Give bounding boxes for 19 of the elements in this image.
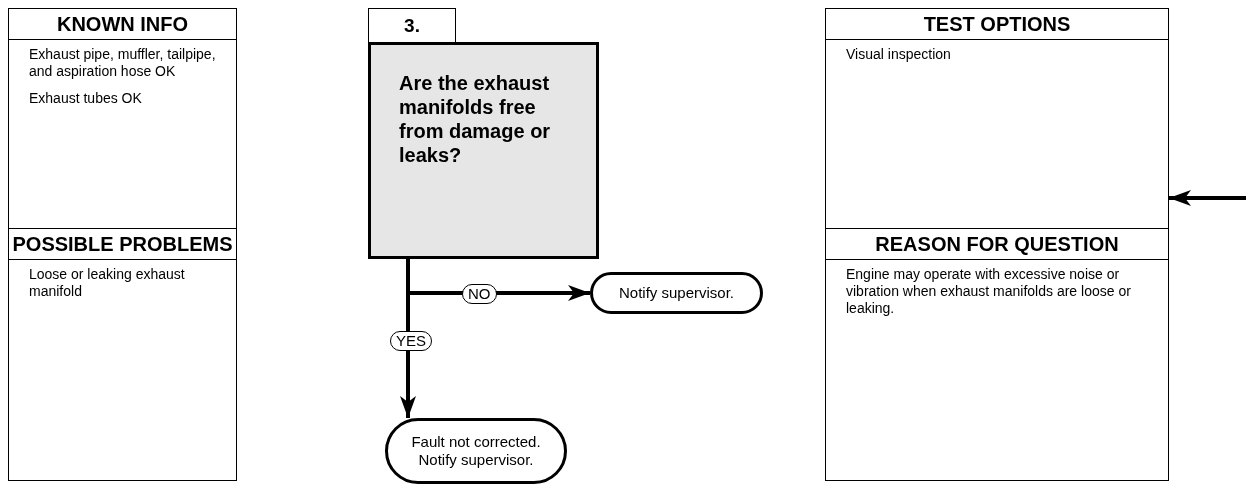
info-panel (8, 228, 237, 481)
step-number-tab: 3. (368, 8, 456, 42)
panel-text: Visual inspection (846, 46, 952, 63)
panel-heading: REASON FOR QUESTION (826, 229, 1168, 260)
arrow (400, 259, 416, 418)
edge-label: YES (390, 331, 432, 351)
info-panel (825, 228, 1169, 481)
panel-heading: TEST OPTIONS (826, 9, 1168, 40)
edge-label: NO (462, 284, 497, 304)
panel-text: Engine may operate with excessive noise or vibration when exhaust manifolds are loose or leaking. (846, 266, 1132, 317)
panel-text: Exhaust tubes OK (29, 90, 143, 107)
panel-heading: KNOWN INFO (9, 9, 236, 40)
info-panel (8, 8, 237, 229)
panel-heading: POSSIBLE PROBLEMS (9, 229, 236, 260)
panel-text: Loose or leaking exhaust manifold (29, 266, 186, 300)
info-panel (825, 8, 1169, 229)
panel-text: Exhaust pipe, muffler, tailpipe, and aspiration hose OK (29, 46, 217, 80)
arrow (1169, 190, 1246, 206)
question-text: Are the exhaust manifolds free from damage or leaks? (399, 71, 552, 167)
